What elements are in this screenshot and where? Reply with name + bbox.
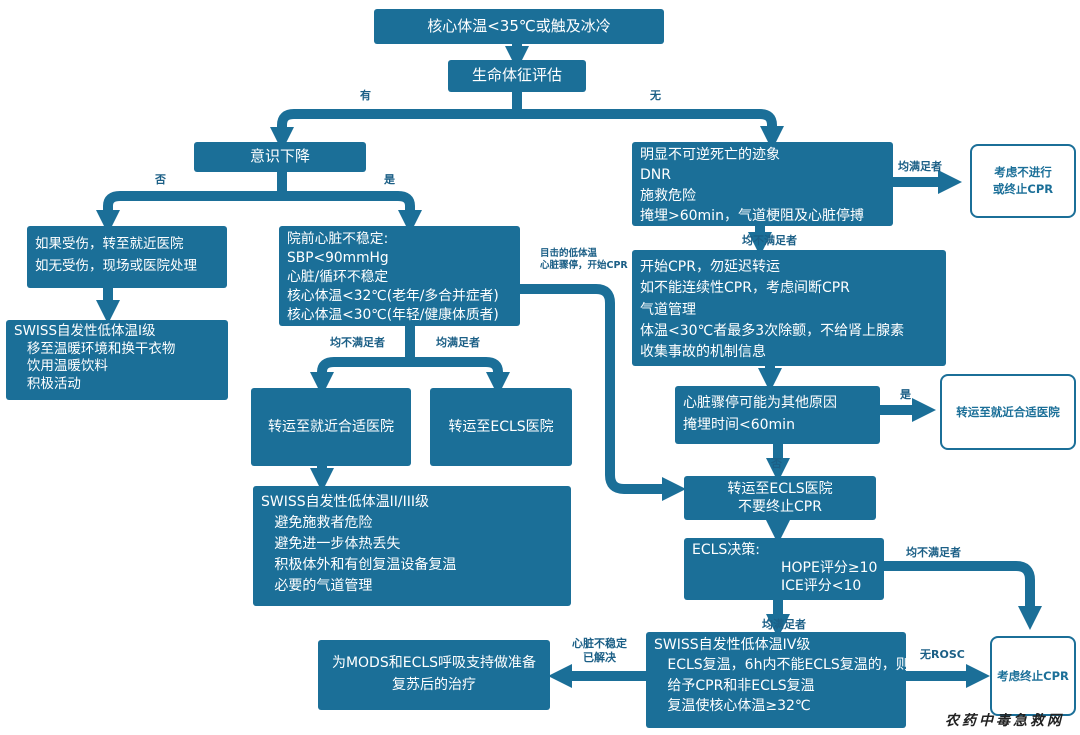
node-transfer-ecls-continue: 转运至ECLS医院 不要终止CPR <box>684 476 876 520</box>
label-no-conscious: 否 <box>155 173 166 186</box>
node-mods: 为MODS和ECLS呼吸支持做准备 复苏后的治疗 <box>318 640 550 710</box>
node-other-cause: 心脏骤停可能为其他原因 掩埋时间<60min <box>675 386 880 444</box>
arrow-split-top <box>277 109 777 140</box>
node-core-temp: 核心体温<35℃或触及冰冷 <box>374 9 664 44</box>
label-none-met-dead: 均不满足者 <box>742 234 797 247</box>
label-no-vital: 无 <box>650 89 661 102</box>
node-transfer-ecls-hospital: 转运至ECLS医院 <box>430 388 572 466</box>
arrow-split-cardiac <box>317 357 503 382</box>
node-swiss4: SWISS自发性低体温IV级 ECLS复温，6h内不能ECLS复温的，则 给予C… <box>646 632 910 728</box>
label-unstable-resolved: 心脏不稳定 已解决 <box>572 637 627 664</box>
node-transfer-nearby: 转运至就近合适医院 <box>251 388 411 466</box>
label-all-met-cardiac: 均满足者 <box>436 336 480 349</box>
node-cpr-start: 开始CPR，勿延迟转运 如不能连续性CPR，考虑间断CPR 气道管理 体温<30… <box>632 250 946 366</box>
node-cardiac-unstable: 院前心脏不稳定: SBP<90mmHg 心脏/循环不稳定 核心体温<32℃(老年… <box>279 226 520 326</box>
node-ecls-decision: ECLS决策: HOPE评分≥10 ICE评分<10 <box>684 538 884 600</box>
node-consciousness: 意识下降 <box>194 142 366 172</box>
node-swiss1: SWISS自发性低体温I级 移至温暖环境和换干衣物 饮用温暖饮料 积极活动 <box>6 320 228 400</box>
node-transfer-nearby-2: 转运至就近合适医院 <box>940 374 1076 450</box>
arrow-witnessed <box>520 284 687 502</box>
arrow-split-consc <box>103 191 415 218</box>
label-all-met-ecls: 均满足者 <box>762 618 806 631</box>
label-yes-conscious: 是 <box>384 173 395 186</box>
label-no-other: 否 <box>771 457 782 470</box>
watermark: 农药中毒急救网 <box>945 713 1064 729</box>
node-stop-cpr: 考虑终止CPR <box>990 636 1076 716</box>
node-injury: 如果受伤，转至就近医院 如无受伤，现场或医院处理 <box>27 226 227 288</box>
arrow-decision-to-stop <box>884 561 1043 631</box>
label-yes-other: 是 <box>900 388 911 401</box>
node-vital-signs: 生命体征评估 <box>448 60 586 92</box>
label-none-met-cardiac: 均不满足者 <box>330 336 385 349</box>
node-swiss23: SWISS自发性低体温II/III级 避免施救者危险 避免进一步体热丢失 积极体… <box>253 486 571 606</box>
label-witnessed-arrest: 目击的低体温 心脏骤停，开始CPR <box>540 248 628 271</box>
node-death-signs: 明显不可逆死亡的迹象 DNR 施救危险 掩埋>60min，气道梗阻及心脏停搏 <box>632 142 893 226</box>
label-none-met-ecls: 均不满足者 <box>906 546 961 559</box>
label-all-met-dead: 均满足者 <box>898 160 942 173</box>
label-yes-vital: 有 <box>360 89 371 102</box>
node-no-cpr: 考虑不进行 或终止CPR <box>970 144 1076 218</box>
label-no-rosc: 无ROSC <box>920 648 965 661</box>
